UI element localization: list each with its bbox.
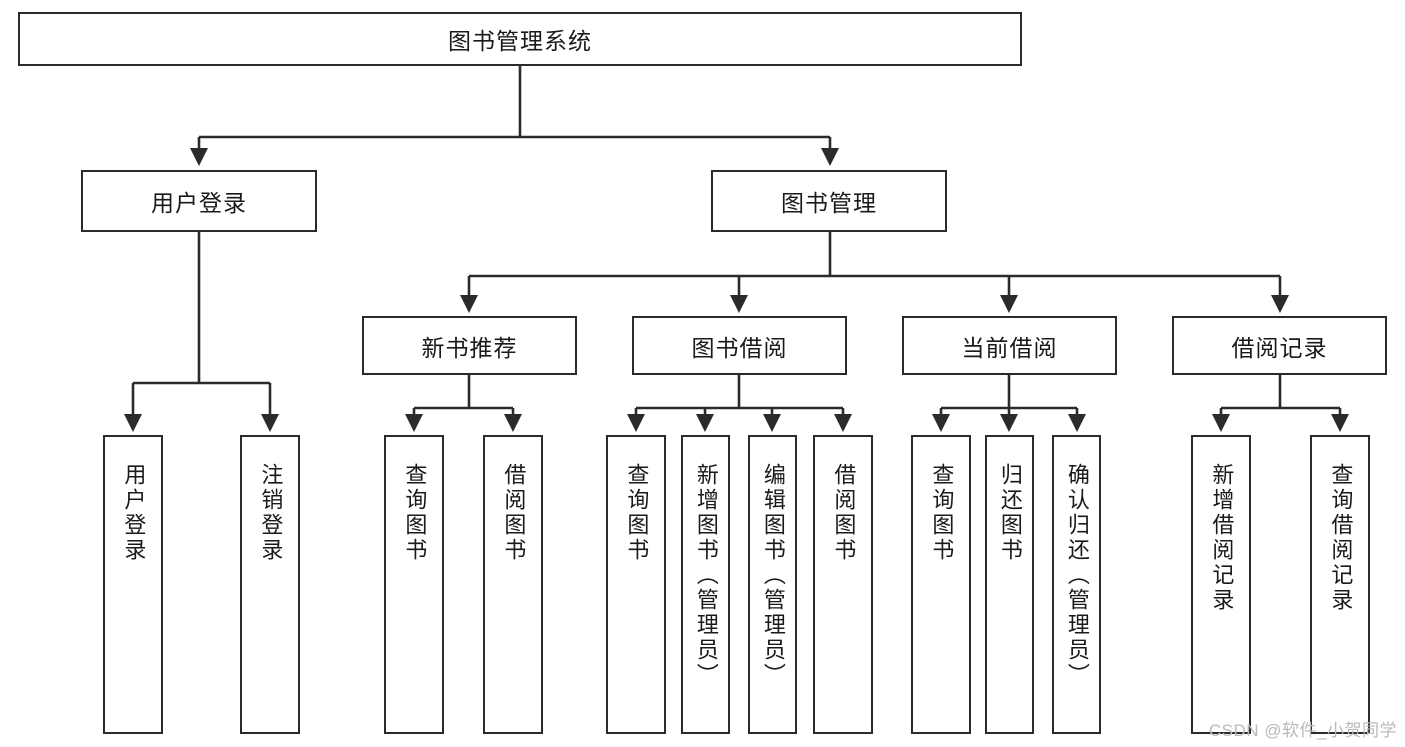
leaf-confirm-return-admin[interactable]: 确认归还（管理员） (1052, 435, 1101, 734)
node-label: 查询图书 (929, 463, 955, 563)
leaf-query-book-borrow[interactable]: 查询图书 (606, 435, 666, 734)
node-user-login[interactable]: 用户登录 (81, 170, 317, 232)
leaf-user-login[interactable]: 用户登录 (103, 435, 163, 734)
leaf-query-borrow-record[interactable]: 查询借阅记录 (1310, 435, 1370, 734)
node-label: 用户登录 (121, 463, 147, 563)
node-label: 用户登录 (151, 190, 247, 216)
node-borrow-record[interactable]: 借阅记录 (1172, 316, 1387, 375)
node-label: 归还图书 (997, 463, 1023, 563)
node-label: 查询图书 (402, 463, 428, 563)
node-label: 当前借阅 (961, 334, 1058, 361)
node-label: 借阅图书 (831, 463, 857, 563)
leaf-add-book-admin[interactable]: 新增图书（管理员） (681, 435, 730, 734)
node-current-borrow[interactable]: 当前借阅 (902, 316, 1117, 375)
leaf-borrow-book[interactable]: 借阅图书 (813, 435, 873, 734)
node-label: 新增图书（管理员） (693, 463, 719, 688)
node-label: 借阅图书 (501, 463, 527, 563)
node-label: 图书管理系统 (448, 28, 592, 54)
leaf-add-borrow-record[interactable]: 新增借阅记录 (1191, 435, 1251, 734)
node-label: 注销登录 (258, 463, 284, 563)
node-label: 确认归还（管理员） (1064, 463, 1090, 688)
node-label: 查询图书 (624, 463, 650, 563)
node-label: 新书推荐 (421, 334, 518, 361)
node-root[interactable]: 图书管理系统 (18, 12, 1022, 66)
node-new-book-recommend[interactable]: 新书推荐 (362, 316, 577, 375)
leaf-query-book-recommend[interactable]: 查询图书 (384, 435, 444, 734)
node-label: 新增借阅记录 (1209, 463, 1235, 613)
node-label: 图书借阅 (691, 334, 788, 361)
node-label: 查询借阅记录 (1328, 463, 1354, 613)
node-book-management[interactable]: 图书管理 (711, 170, 947, 232)
leaf-borrow-book-recommend[interactable]: 借阅图书 (483, 435, 543, 734)
node-label: 借阅记录 (1231, 334, 1328, 361)
watermark-text: CSDN @软件_小贺同学 (1208, 721, 1397, 740)
node-label: 图书管理 (781, 190, 877, 216)
leaf-edit-book-admin[interactable]: 编辑图书（管理员） (748, 435, 797, 734)
node-book-borrow[interactable]: 图书借阅 (632, 316, 847, 375)
leaf-logout[interactable]: 注销登录 (240, 435, 300, 734)
leaf-query-book-current[interactable]: 查询图书 (911, 435, 971, 734)
node-label: 编辑图书（管理员） (760, 463, 786, 688)
leaf-return-book[interactable]: 归还图书 (985, 435, 1034, 734)
